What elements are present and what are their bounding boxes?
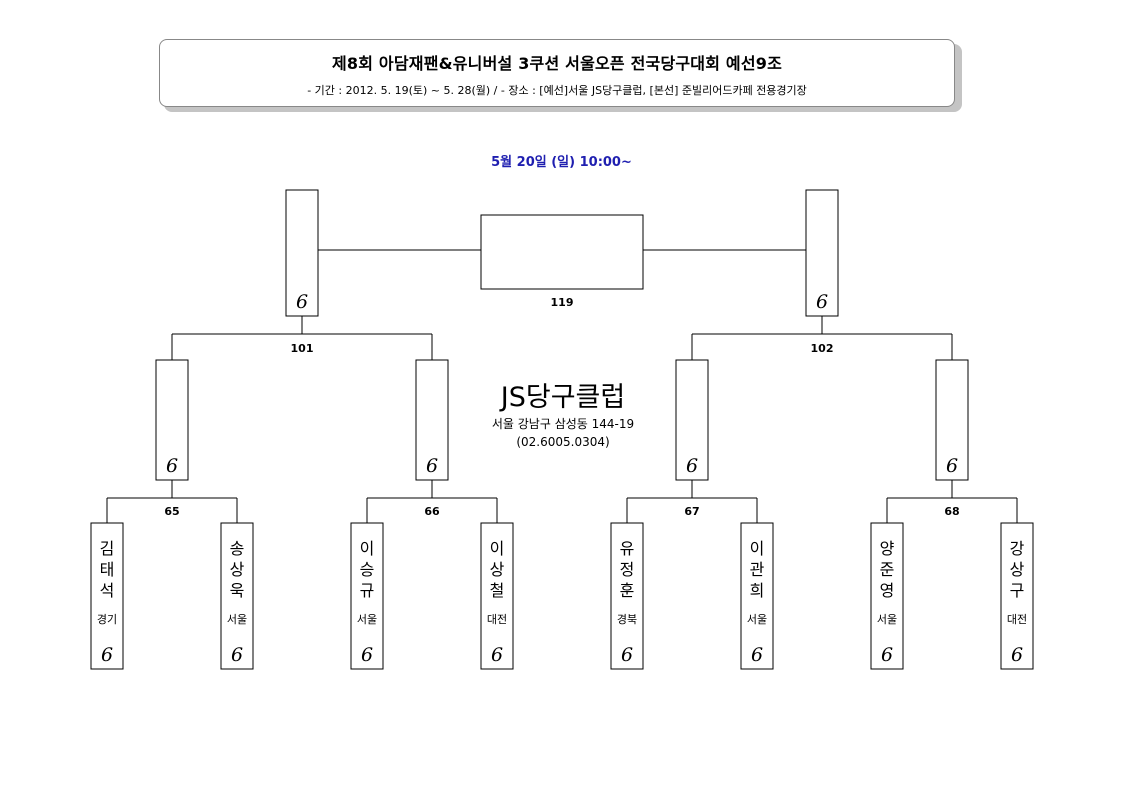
player-box	[220, 522, 254, 670]
player-box	[480, 522, 514, 670]
player-name-char: 규	[360, 581, 375, 600]
player-name-char: 희	[750, 581, 765, 600]
semifinal-box	[285, 189, 319, 317]
player-name-char: 영	[880, 581, 895, 600]
player-name-char: 양	[880, 539, 895, 558]
player-name-char: 욱	[230, 581, 245, 600]
player-box	[350, 522, 384, 670]
player-box	[610, 522, 644, 670]
player-region: 서울	[747, 613, 767, 626]
player-name-char: 강	[1010, 539, 1025, 558]
player-name-char: 관	[750, 560, 765, 579]
player-name-char: 이	[360, 539, 375, 558]
match-number-sf: 102	[811, 342, 834, 355]
venue-address: 서울 강남구 삼성동 144-19	[491, 417, 635, 431]
player-region: 대전	[487, 613, 507, 626]
bracket-labels: 김태석경기6송상욱서울6이승규서울6이상철대전6유정훈경북6이관희서울6양준영서…	[97, 291, 1027, 666]
bracket-boxes	[90, 189, 1034, 670]
match-number-r1: 66	[424, 505, 440, 518]
round1-winner-box	[935, 359, 969, 481]
player-name-char: 훈	[620, 581, 635, 600]
round1-winner-box	[675, 359, 709, 481]
final-box	[480, 214, 644, 290]
player-name-char: 송	[230, 539, 245, 558]
player-name-char: 태	[100, 560, 115, 579]
player-score: 6	[361, 644, 373, 666]
semifinal-box	[805, 189, 839, 317]
match-date: 5월 20일 (일) 10:00~	[491, 155, 632, 170]
player-score: 6	[1011, 644, 1023, 666]
round1-score: 6	[946, 455, 958, 477]
player-name-char: 승	[360, 560, 375, 579]
match-number-r1: 68	[944, 505, 959, 518]
player-name-char: 정	[620, 560, 635, 579]
player-box	[1000, 522, 1034, 670]
player-score: 6	[491, 644, 503, 666]
player-score: 6	[751, 644, 763, 666]
player-name-char: 김	[100, 539, 115, 558]
player-name-char: 상	[230, 560, 245, 579]
venue-name: JS당구클럽	[500, 382, 626, 413]
player-region: 서울	[357, 613, 377, 626]
player-region: 경북	[617, 613, 637, 626]
player-score: 6	[881, 644, 893, 666]
player-region: 경기	[97, 613, 117, 626]
page-title: 제8회 아담재팬&유니버설 3쿠션 서울오픈 전국당구대회 예선9조	[331, 54, 782, 73]
player-name-char: 구	[1010, 581, 1025, 600]
page-subtitle: - 기간 : 2012. 5. 19(토) ~ 5. 28(월) / - 장소 …	[307, 84, 807, 97]
semifinal-score: 6	[816, 291, 828, 313]
player-name-char: 이	[750, 539, 765, 558]
round1-score: 6	[166, 455, 178, 477]
player-name-char: 상	[490, 560, 505, 579]
player-region: 서울	[227, 613, 247, 626]
header-box: 제8회 아담재팬&유니버설 3쿠션 서울오픈 전국당구대회 예선9조 - 기간 …	[159, 39, 955, 107]
venue-info: JS당구클럽 서울 강남구 삼성동 144-19 (02.6005.0304)	[443, 382, 683, 451]
player-name-char: 상	[1010, 560, 1025, 579]
player-name-char: 이	[490, 539, 505, 558]
player-box	[740, 522, 774, 670]
round1-winner-box	[415, 359, 449, 481]
round1-winner-box	[155, 359, 189, 481]
player-name-char: 철	[490, 581, 505, 600]
player-name-char: 유	[620, 539, 635, 558]
player-region: 서울	[877, 613, 897, 626]
round1-score: 6	[426, 455, 438, 477]
player-box	[870, 522, 904, 670]
match-number-r1: 67	[684, 505, 699, 518]
match-number-final: 119	[551, 296, 574, 309]
player-region: 대전	[1007, 613, 1027, 626]
round1-score: 6	[686, 455, 698, 477]
player-name-char: 석	[100, 581, 115, 600]
player-score: 6	[231, 644, 243, 666]
match-number-sf: 101	[291, 342, 314, 355]
semifinal-score: 6	[296, 291, 308, 313]
venue-phone: (02.6005.0304)	[516, 435, 610, 449]
player-name-char: 준	[880, 560, 895, 579]
player-score: 6	[101, 644, 113, 666]
player-box	[90, 522, 124, 670]
match-number-r1: 65	[164, 505, 179, 518]
player-score: 6	[621, 644, 633, 666]
